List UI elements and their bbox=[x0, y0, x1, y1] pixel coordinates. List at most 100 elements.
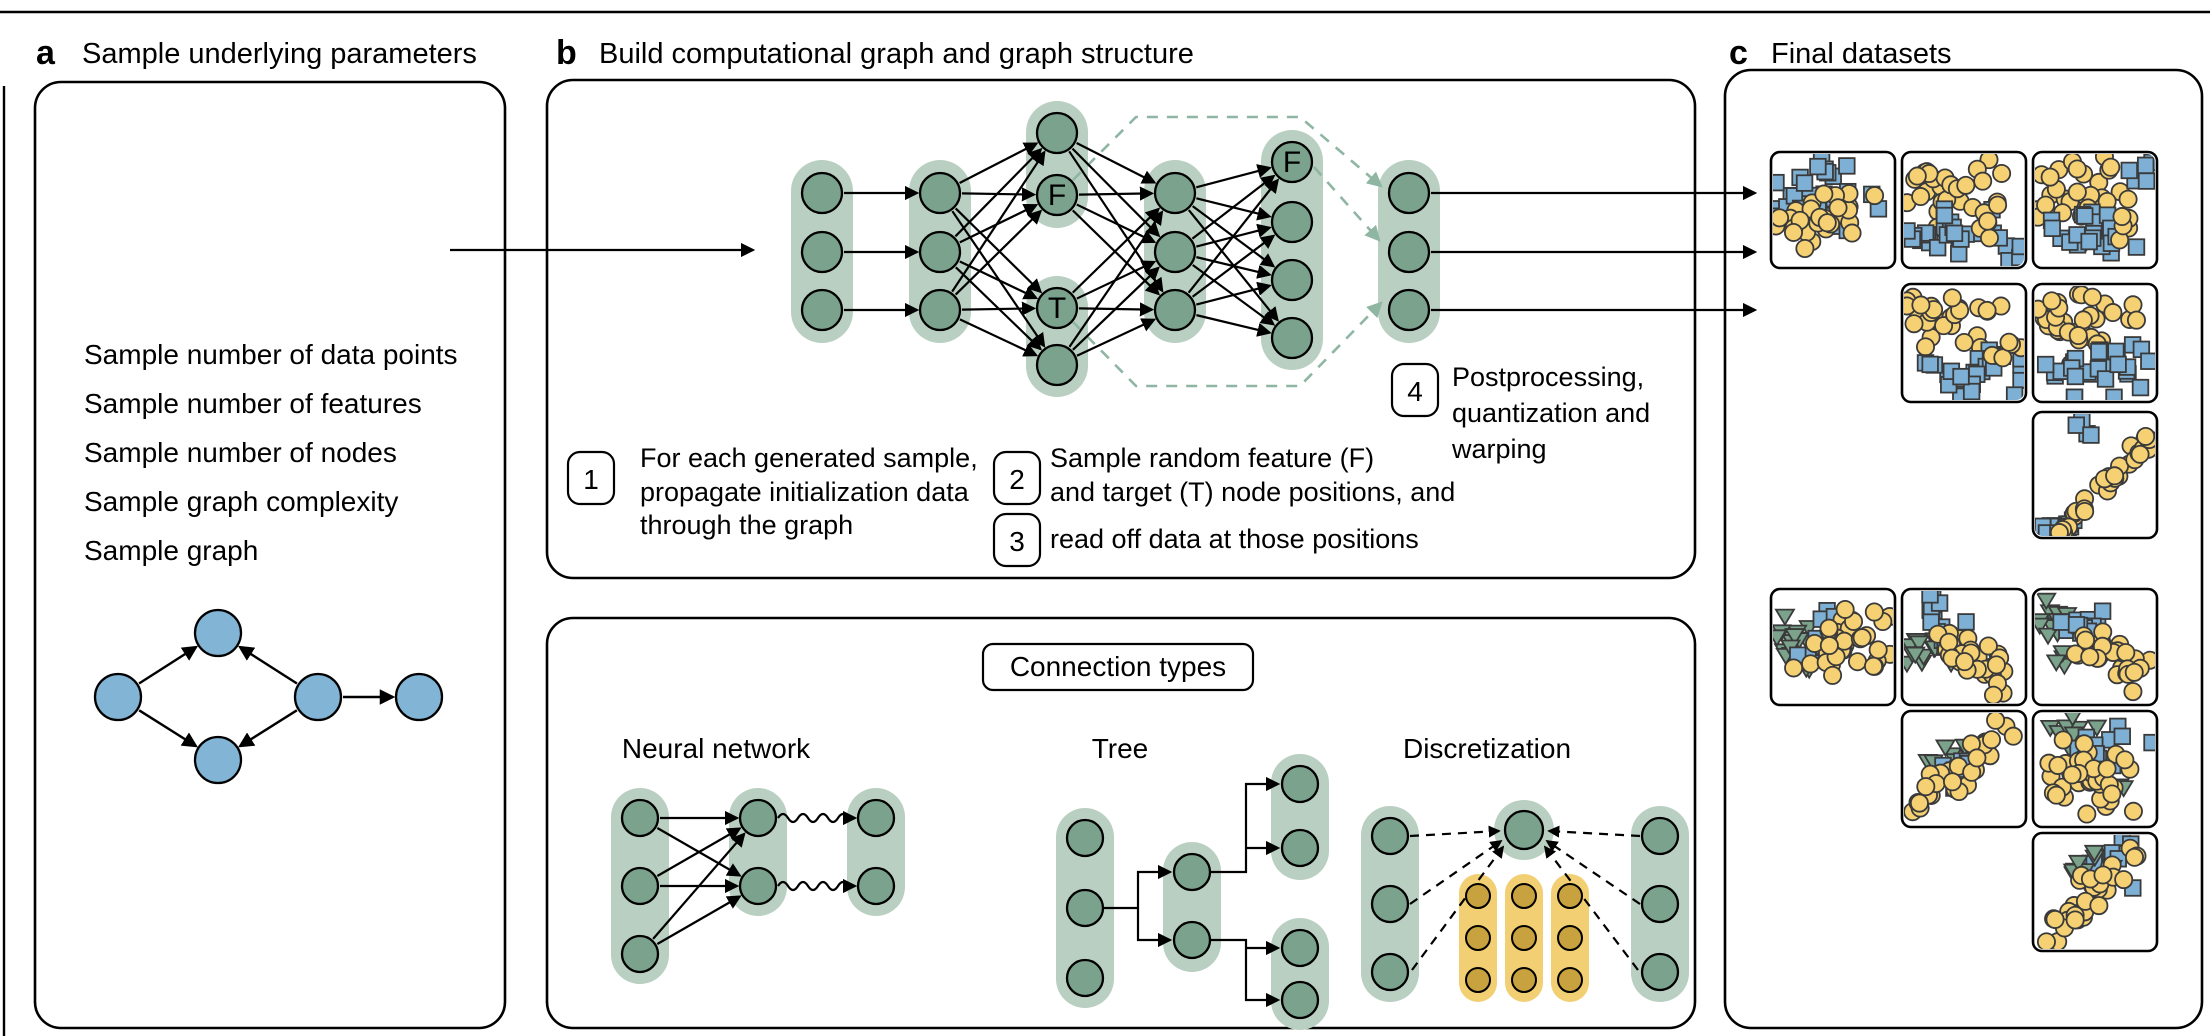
param-item: Sample graph complexity bbox=[84, 486, 398, 517]
data-point-circle bbox=[2067, 182, 2087, 202]
data-point-square bbox=[2080, 232, 2098, 251]
graph-node bbox=[1387, 230, 1431, 274]
dashed-readout-path bbox=[1072, 301, 1383, 388]
edge-arrow bbox=[951, 210, 1046, 348]
data-point-circle bbox=[1835, 599, 1855, 619]
data-point-circle bbox=[2065, 910, 2085, 930]
data-point-circle bbox=[1916, 337, 1936, 357]
init-data-node bbox=[1465, 883, 1491, 909]
scatter-plot bbox=[2031, 587, 2159, 707]
scatter-plot bbox=[1900, 150, 2028, 270]
data-point-circle bbox=[2097, 759, 2117, 779]
data-point-circle bbox=[1978, 211, 1998, 231]
step-1-number: 1 bbox=[583, 464, 599, 495]
edge-arrow bbox=[1196, 314, 1272, 337]
data-point-square bbox=[2082, 426, 2100, 444]
data-point-square bbox=[2105, 388, 2123, 400]
graph-node bbox=[1280, 828, 1320, 868]
graph-node bbox=[918, 171, 962, 215]
data-point-circle bbox=[1784, 658, 1804, 678]
connection-type-diagrams bbox=[611, 754, 1689, 1030]
edge-arrow bbox=[1195, 164, 1272, 189]
graph-node bbox=[1640, 816, 1680, 856]
graph-node bbox=[918, 230, 962, 274]
step-2-text: Sample random feature (F) bbox=[1050, 443, 1374, 473]
data-point-square bbox=[2113, 727, 2131, 746]
graph-node bbox=[1153, 230, 1197, 274]
graph-node bbox=[1035, 111, 1079, 155]
data-point-circle bbox=[1865, 186, 1885, 206]
graph-node bbox=[856, 798, 896, 838]
data-point-circle bbox=[2115, 750, 2135, 770]
data-point-circle bbox=[1942, 288, 1962, 308]
step-4-text: quantization and bbox=[1452, 398, 1650, 428]
scatter-points bbox=[1773, 599, 1893, 685]
graph-node bbox=[800, 288, 844, 332]
data-point-circle bbox=[1783, 222, 1803, 242]
graph-node bbox=[1065, 818, 1105, 858]
scatter-frame bbox=[1900, 150, 2028, 270]
init-data-node bbox=[1511, 967, 1537, 993]
scatter-points bbox=[1773, 154, 1888, 259]
data-point-circle bbox=[2045, 909, 2065, 929]
data-point-circle bbox=[1911, 187, 1931, 207]
panel-a-box bbox=[33, 80, 507, 1030]
data-point-circle bbox=[2042, 291, 2062, 311]
data-point-circle bbox=[2077, 804, 2097, 824]
data-point-circle bbox=[2136, 426, 2155, 446]
data-point-circle bbox=[2003, 726, 2023, 746]
scatter-frame bbox=[1769, 587, 1897, 707]
edge-arrow bbox=[1196, 281, 1272, 306]
graph-node bbox=[1153, 171, 1197, 215]
step-1-text: For each generated sample, bbox=[640, 443, 978, 473]
data-point-square bbox=[1809, 157, 1827, 176]
graph-node bbox=[620, 866, 660, 906]
step-3-text: read off data at those positions bbox=[1050, 524, 1419, 554]
scatter-frame bbox=[2031, 587, 2159, 707]
data-point-triangle bbox=[2067, 854, 2090, 873]
data-point-circle bbox=[2040, 167, 2060, 187]
connection-types-title: Connection types bbox=[1010, 651, 1226, 682]
data-point-circle bbox=[1904, 314, 1924, 334]
data-point-square bbox=[2131, 378, 2150, 397]
param-item: Sample number of nodes bbox=[84, 437, 397, 468]
graph-node bbox=[1280, 764, 1320, 804]
data-point-circle bbox=[2053, 730, 2073, 750]
data-point-circle bbox=[2114, 870, 2134, 890]
panel-c-letter: c bbox=[1729, 34, 1748, 72]
init-data-node bbox=[1511, 925, 1537, 951]
step-2-text: and target (T) node positions, and bbox=[1050, 477, 1455, 507]
data-point-circle bbox=[2075, 501, 2095, 521]
data-point-square bbox=[1957, 613, 1975, 631]
data-point-square bbox=[1904, 222, 1916, 240]
param-item: Sample number of data points bbox=[84, 339, 458, 370]
scatter-points bbox=[2035, 286, 2155, 400]
edge-arrow bbox=[138, 645, 199, 685]
graph-node bbox=[1172, 920, 1212, 960]
tree-label: Tree bbox=[1092, 733, 1149, 764]
data-point-circle bbox=[2123, 682, 2143, 702]
data-point-circle bbox=[2062, 765, 2082, 785]
edge-arrow bbox=[138, 709, 198, 748]
step-4: 4 Postprocessing, quantization and warpi… bbox=[1390, 362, 1650, 464]
step-4-text: Postprocessing, bbox=[1452, 362, 1644, 392]
scatter-points bbox=[2035, 414, 2155, 536]
data-point-triangle bbox=[2083, 844, 2105, 863]
dashed-arrow bbox=[1409, 839, 1503, 905]
graph-node bbox=[93, 672, 143, 722]
data-point-square bbox=[2005, 386, 2024, 400]
panel-a-letter: a bbox=[36, 34, 56, 72]
data-point-square bbox=[1838, 157, 1856, 175]
data-point-circle bbox=[2049, 523, 2069, 536]
edge-arrow bbox=[1187, 178, 1280, 294]
graph-node bbox=[1172, 852, 1212, 892]
edge-arrow bbox=[961, 301, 1037, 316]
node-letter: F bbox=[1283, 146, 1301, 179]
data-point-triangle bbox=[2037, 627, 2059, 646]
scatter-points bbox=[1904, 591, 2014, 703]
data-point-circle bbox=[1852, 628, 1872, 648]
edge-arrow bbox=[1068, 210, 1164, 348]
edge-arrow bbox=[656, 827, 742, 877]
data-point-square bbox=[2011, 237, 2024, 256]
data-point-triangle bbox=[2035, 592, 2057, 611]
